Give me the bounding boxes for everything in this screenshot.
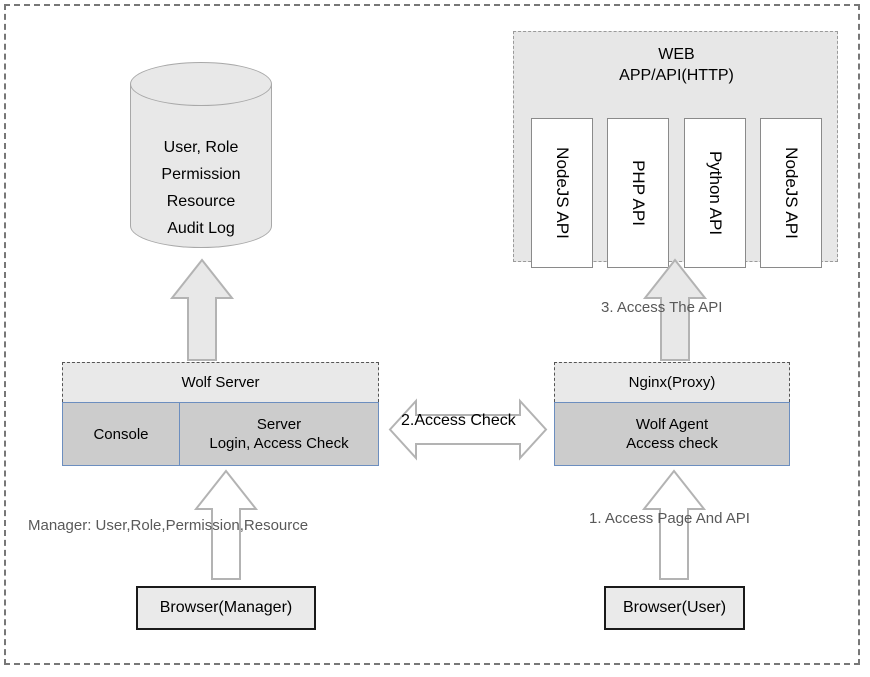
server-label-line2: Login, Access Check (209, 435, 349, 452)
cylinder-body (130, 84, 272, 248)
web-title-line2: APP/API(HTTP) (619, 67, 734, 84)
api-box-python[interactable]: Python API (683, 118, 746, 268)
nginx-header: Nginx(Proxy) (554, 362, 790, 402)
web-group-title: WEB APP/API(HTTP) (514, 44, 839, 86)
console-label: Console (93, 425, 149, 443)
db-line-resource: Resource (166, 193, 236, 210)
system-boundary (4, 4, 860, 665)
arrow-server-to-database (169, 258, 235, 361)
db-line-audit-log: Audit Log (167, 220, 235, 237)
wolf-server-header: Wolf Server (62, 362, 379, 402)
database-contents: User, Role Permission Resource Audit Log (130, 134, 272, 242)
wolf-agent-box[interactable]: Wolf Agent Access check (554, 402, 790, 466)
wolf-server-console-box[interactable]: Console (62, 402, 180, 466)
arrow-user-browser-to-nginx (641, 469, 707, 580)
web-title-line1: WEB (658, 46, 695, 63)
nginx-body: Wolf Agent Access check (554, 402, 790, 466)
api-box-nodejs-1[interactable]: NodeJS API (531, 118, 593, 268)
nginx-proxy-panel: Nginx(Proxy) Wolf Agent Access check (554, 362, 790, 466)
api-box-nodejs-2[interactable]: NodeJS API (759, 118, 822, 268)
flow-label-step3: 3. Access The API (601, 299, 723, 316)
arrow-manager-browser-to-wolf-server (193, 469, 259, 580)
wolf-agent-line1: Wolf Agent (635, 416, 709, 433)
db-line-permission: Permission (161, 166, 241, 183)
flow-label-step1: 1. Access Page And API (589, 510, 750, 527)
flow-label-manager: Manager: User,Role,Permission,Resource (28, 517, 309, 534)
arrow-nginx-to-web-api (642, 258, 708, 361)
api-label: PHP API (629, 160, 649, 226)
database-cylinder: User, Role Permission Resource Audit Log (130, 62, 272, 248)
server-label-line1: Server (256, 416, 302, 433)
arrow-bidirectional-access-check (388, 398, 548, 461)
wolf-server-panel: Wolf Server Console Server Login, Access… (62, 362, 379, 466)
api-label: Python API (705, 150, 725, 236)
wolf-server-body: Console Server Login, Access Check (62, 402, 379, 466)
browser-user-label: Browser(User) (622, 599, 727, 616)
wolf-server-server-box[interactable]: Server Login, Access Check (180, 402, 379, 466)
flow-label-step2: 2.Access Check (401, 412, 516, 429)
api-label: NodeJS API (553, 147, 572, 239)
wolf-agent-line2: Access check (626, 435, 718, 452)
browser-user-box[interactable]: Browser(User) (604, 586, 745, 630)
api-label: NodeJS API (781, 147, 801, 239)
browser-manager-box[interactable]: Browser(Manager) (136, 586, 316, 630)
browser-manager-label: Browser(Manager) (159, 599, 293, 616)
api-box-row: NodeJS API PHP API Python API NodeJS API (531, 118, 822, 268)
db-line-user-role: User, Role (163, 139, 239, 156)
cylinder-top-ellipse (130, 62, 272, 106)
api-box-php[interactable]: PHP API (607, 118, 670, 268)
web-app-api-group: WEB APP/API(HTTP) NodeJS API PHP API Pyt… (513, 31, 839, 268)
